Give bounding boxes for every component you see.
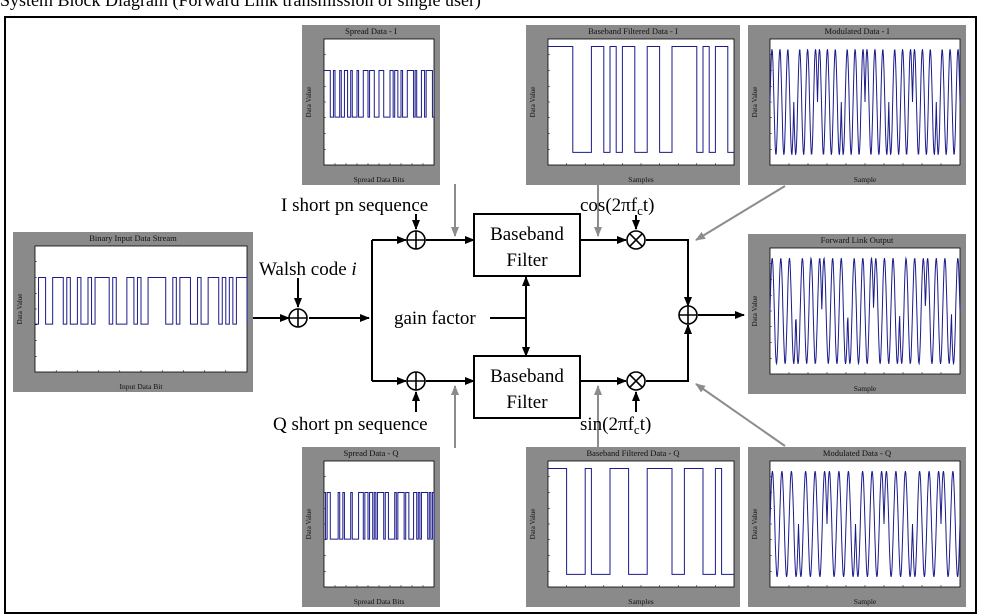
i-pn-label: I short pn sequence [281, 195, 428, 216]
plot-title: Forward Link Output [821, 235, 894, 245]
plot-ylabel: Data Value [16, 294, 24, 325]
plot-ylabel: Data Value [305, 509, 313, 540]
plot-ylabel: Data Value [751, 87, 759, 118]
arrow-i-mixer-to-sum [646, 239, 692, 307]
callout-mod-q [695, 383, 786, 447]
plot-title: Spread Data - Q [344, 448, 399, 458]
plot-title: Baseband Filtered Data - Q [587, 448, 680, 458]
q-pn-label: Q short pn sequence [273, 414, 428, 435]
q-mixer [626, 371, 646, 391]
plot-bb-filtered-q: Baseband Filtered Data - Q Samples Data Va… [526, 447, 740, 607]
plot-title: Binary Input Data Stream [89, 233, 177, 243]
sin-sub: c [634, 422, 640, 437]
cos-label: cos(2πfct) [580, 195, 654, 218]
filter-i-line1: Baseband [490, 224, 564, 245]
plot-signal [548, 468, 734, 575]
plot-signal [548, 46, 734, 153]
plot-xlabel: Sample [854, 597, 877, 606]
diagram-frame [4, 16, 977, 614]
plot-signal [35, 277, 248, 325]
plot-ylabel: Data Value [751, 296, 759, 327]
filter-q-line1: Baseband [490, 366, 564, 387]
arrow-q-mixer-to-sum [646, 324, 692, 382]
plot-callouts [451, 184, 786, 448]
nodes [288, 230, 698, 391]
cos-pre: cos(2πf [580, 195, 638, 216]
plot-title: Spread Data - I [345, 26, 397, 36]
plot-signal [769, 471, 961, 577]
plot-title: Baseband Filtered Data - I [588, 26, 678, 36]
plot-title: Modulated Data - Q [823, 448, 891, 458]
plot-xlabel: Spread Data Bits [354, 175, 405, 184]
sin-label: sin(2πfct) [580, 414, 651, 437]
plot-axes [323, 460, 435, 588]
filter-q-line2: Filter [506, 392, 548, 413]
plot-xlabel: Sample [854, 175, 877, 184]
plot-xlabel: Spread Data Bits [354, 597, 405, 606]
i-mixer [626, 230, 646, 250]
plot-axes [547, 460, 735, 588]
plot-xlabel: Samples [628, 175, 653, 184]
cos-sub: c [637, 203, 643, 218]
walsh-label: Walsh code i [259, 259, 357, 280]
plot-ylabel: Data Value [529, 509, 537, 540]
filter-i-line2: Filter [506, 250, 548, 271]
plot-ylabel: Data Value [529, 87, 537, 118]
plot-signal [769, 256, 961, 366]
plot-spread-i: Spread Data - I Spread Data Bits Data Valu… [302, 25, 440, 185]
callout-mod-i [695, 185, 786, 241]
plot-modulated-i: Modulated Data - I Sample Data Value [748, 25, 966, 185]
q-adder [406, 371, 426, 391]
plot-signal [769, 49, 961, 155]
plot-signal [324, 492, 435, 540]
i-adder [406, 230, 426, 250]
baseband-filter-i: Baseband Filter [473, 213, 581, 277]
sin-post: t) [640, 414, 652, 435]
plot-xlabel: Samples [628, 597, 653, 606]
plot-axes [547, 38, 735, 166]
plot-ylabel: Data Value [305, 87, 313, 118]
header-partial: System Block Diagram (Forward Link trans… [0, 0, 481, 10]
walsh-adder [288, 308, 308, 328]
plot-spread-q: Spread Data - Q Spread Data Bits Data Valu… [302, 447, 440, 607]
plot-ylabel: Data Value [751, 509, 759, 540]
labels: I short pn sequence Q short pn sequence … [259, 195, 654, 437]
plot-bb-filtered-i: Baseband Filtered Data - I Samples Data Va… [526, 25, 740, 185]
plot-signal [324, 70, 434, 118]
signal-path [253, 214, 745, 412]
gain-label: gain factor [394, 308, 476, 329]
plot-xlabel: Input Data Bit [120, 382, 164, 391]
plot-modulated-q: Modulated Data - Q Sample Data Value [748, 447, 966, 607]
walsh-index: i [351, 259, 356, 280]
baseband-filter-q: Baseband Filter [473, 355, 581, 419]
cos-post: t) [643, 195, 655, 216]
walsh-text: Walsh code [259, 259, 347, 280]
output-adder [678, 305, 698, 325]
plot-xlabel: Sample [854, 384, 877, 393]
plot-title: Modulated Data - I [825, 26, 890, 36]
sin-pre: sin(2πf [580, 414, 635, 435]
